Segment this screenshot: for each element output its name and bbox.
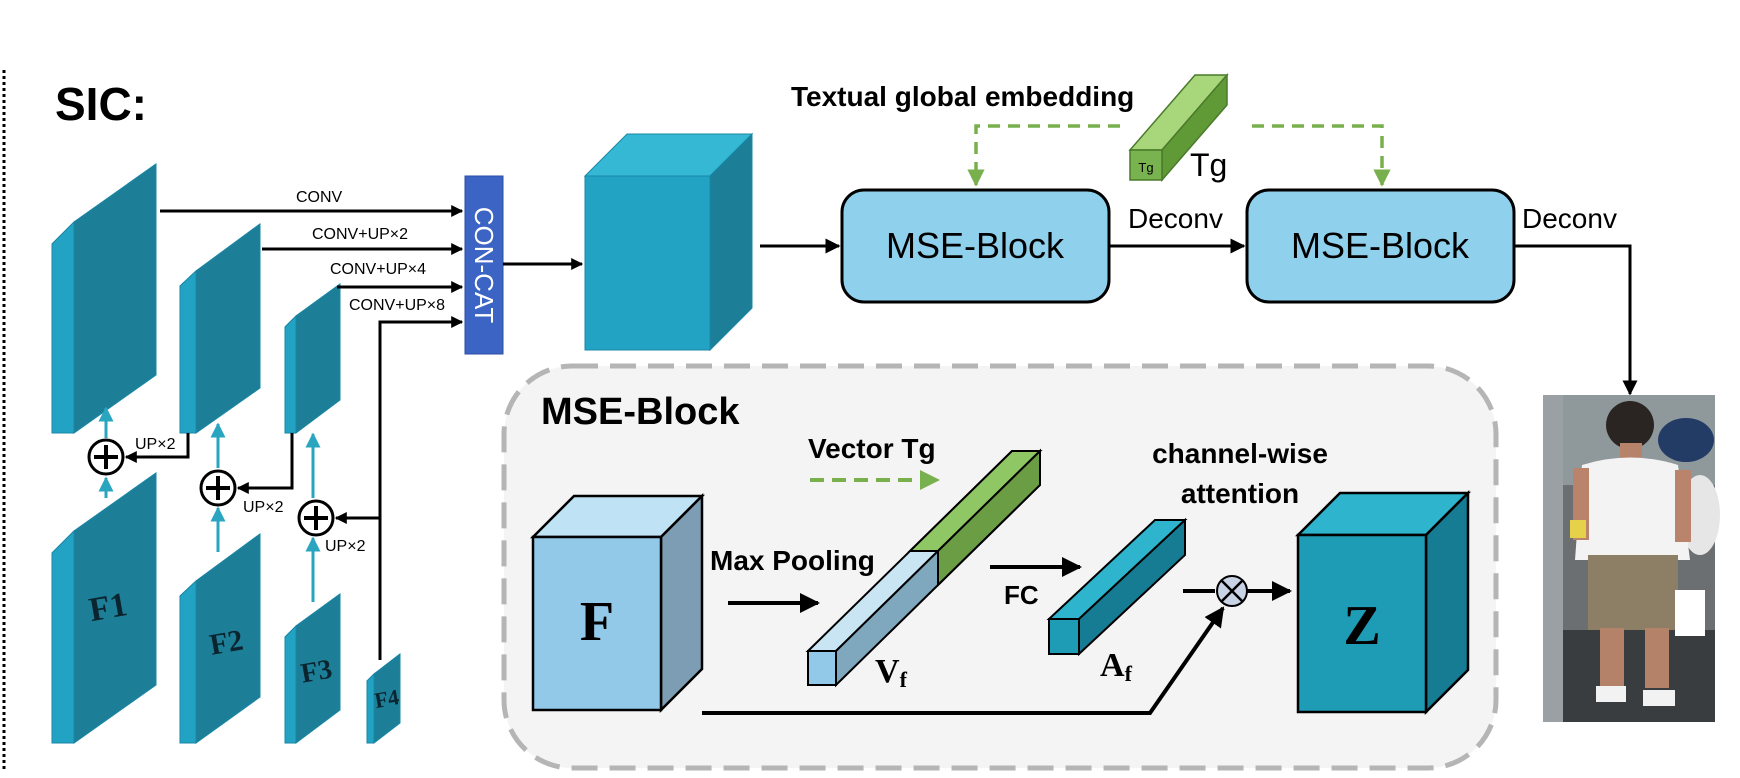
vf-tg-concat-bar (805, 448, 1043, 688)
mse-block-2-label: MSE-Block (1291, 225, 1470, 266)
mse-detail-title: MSE-Block (541, 391, 740, 433)
sum-icon-1 (87, 438, 125, 476)
arrow-mse2-to-output (1515, 244, 1638, 396)
vf-label: Vf (875, 653, 908, 692)
max-pooling-label: Max Pooling (710, 545, 875, 576)
skip-connection-arrow (702, 606, 1225, 715)
branch-arrow-conv-up8 (378, 316, 464, 660)
af-subscript: f (1125, 661, 1133, 686)
tg-arrow-to-mse2 (1252, 124, 1391, 187)
sum-icon-2 (199, 469, 237, 507)
up2-label-3: UP×2 (325, 538, 366, 555)
tg-arrow-to-mse1 (967, 124, 1120, 187)
f-cube: F (529, 492, 706, 714)
sum-icon-3 (297, 499, 335, 537)
feature-map-f2-upper (179, 223, 261, 434)
f4-label: F4 (372, 684, 400, 713)
attention-label-line2: attention (1181, 478, 1299, 509)
deconv-label-2: Deconv (1522, 203, 1617, 234)
textual-embedding-title: Textual global embedding (791, 81, 1134, 112)
mse-block-2: MSE-Block (1245, 188, 1516, 304)
concat-label: CON-CAT (469, 207, 499, 324)
vf-subscript: f (900, 667, 908, 692)
up2-label-2: UP×2 (243, 499, 284, 516)
vector-tg-label: Vector Tg (808, 433, 936, 464)
feature-map-f3-upper (284, 283, 341, 434)
up2-connector-1 (124, 433, 190, 463)
deconv-label-1: Deconv (1128, 203, 1223, 234)
branch-label-conv: CONV (296, 189, 343, 206)
f-cube-label: F (580, 591, 614, 653)
tg-label: Tg (1190, 147, 1227, 183)
z-cube-label: Z (1343, 595, 1380, 657)
f3-label: F3 (299, 654, 335, 690)
mse-block-1-label: MSE-Block (886, 225, 1065, 266)
af-bar (1046, 517, 1188, 657)
up2-connector-2 (236, 433, 294, 494)
fc-label: FC (1004, 580, 1039, 610)
feature-map-f1-upper (51, 163, 157, 434)
multiply-icon (1216, 575, 1248, 607)
mse-block-1: MSE-Block (840, 188, 1111, 304)
branch-label-conv-up4: CONV+UP×4 (330, 261, 426, 278)
af-label: Af (1100, 647, 1133, 686)
concat-bar: CON-CAT (464, 175, 504, 355)
tg-embedding-bar: Tg (1128, 72, 1229, 183)
page-title: SIC: (55, 78, 147, 130)
output-person-image (1543, 395, 1720, 722)
feature-map-f4: F4 (366, 652, 401, 745)
tg-small-label: Tg (1138, 160, 1153, 175)
feature-map-f1: F1 (51, 472, 157, 744)
concat-feature-cube (583, 132, 754, 352)
z-cube: Z (1294, 489, 1472, 716)
f1-label: F1 (86, 586, 130, 629)
attention-label-line1: channel-wise (1152, 438, 1328, 469)
feature-map-f2: F2 (179, 533, 261, 744)
feature-map-f3: F3 (284, 593, 341, 744)
branch-label-conv-up2: CONV+UP×2 (312, 226, 408, 243)
f2-label: F2 (207, 624, 246, 662)
up2-label-1: UP×2 (135, 436, 176, 453)
branch-label-conv-up8: CONV+UP×8 (349, 297, 445, 314)
